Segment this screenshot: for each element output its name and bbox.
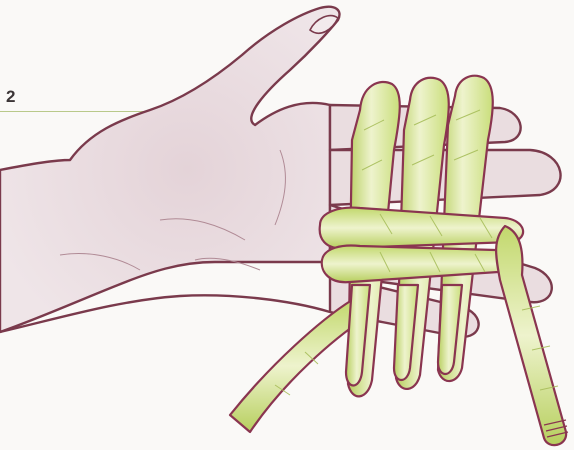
rope-wraps: [320, 208, 523, 283]
rope-standing-end: [230, 300, 365, 432]
rope-working-end: [496, 226, 568, 445]
